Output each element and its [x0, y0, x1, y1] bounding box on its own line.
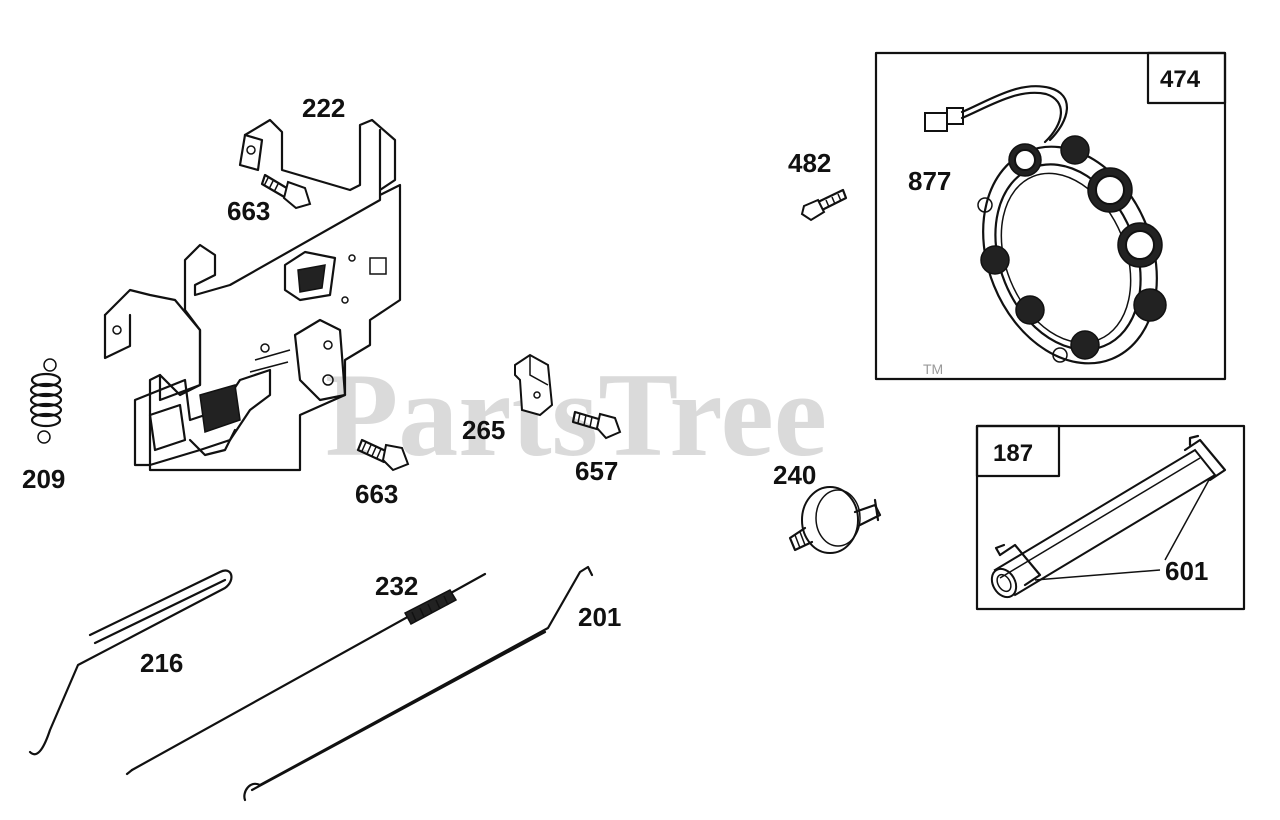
part-209-spring[interactable] — [29, 358, 63, 444]
part-216-wire-link[interactable] — [28, 569, 233, 756]
callout-663-upper: 663 — [227, 196, 270, 226]
part-240-fuel-filter[interactable] — [788, 486, 882, 554]
part-232-link[interactable] — [125, 572, 487, 776]
callout-474: 474 — [1160, 66, 1201, 93]
part-474-box[interactable] — [874, 51, 1227, 381]
callout-265: 265 — [462, 415, 505, 445]
part-201-rod[interactable] — [243, 565, 594, 802]
callout-657: 657 — [575, 456, 618, 486]
part-482-screw[interactable] — [800, 188, 848, 222]
callout-232: 232 — [375, 571, 418, 601]
callout-601: 601 — [1165, 556, 1208, 586]
watermark-brand: PartsTree — [325, 348, 827, 481]
part-265-clip[interactable] — [514, 353, 554, 417]
part-601-clamp-upper[interactable] — [1183, 434, 1227, 482]
part-663-screw-upper[interactable] — [260, 173, 312, 210]
callout-877: 877 — [908, 166, 951, 196]
callout-663-lower: 663 — [355, 479, 398, 509]
callout-187: 187 — [993, 440, 1033, 467]
part-222-control-bracket[interactable] — [103, 118, 402, 472]
part-601-clamp-lower[interactable] — [994, 543, 1042, 587]
part-663-screw-lower[interactable] — [356, 438, 410, 472]
watermark-trademark: TM — [923, 361, 943, 377]
part-657-screw[interactable] — [571, 410, 622, 440]
callout-222: 222 — [302, 93, 345, 123]
callout-216: 216 — [140, 648, 183, 678]
callout-209: 209 — [22, 464, 65, 494]
callout-201: 201 — [578, 602, 621, 632]
leader-601-upper — [1164, 477, 1211, 561]
callout-482: 482 — [788, 148, 831, 178]
leader-601-lower — [1034, 569, 1161, 581]
callout-240: 240 — [773, 460, 816, 490]
part-187-fuel-line[interactable] — [987, 448, 1217, 601]
part-877-stator[interactable] — [924, 85, 1188, 389]
part-187-box[interactable] — [975, 424, 1246, 611]
